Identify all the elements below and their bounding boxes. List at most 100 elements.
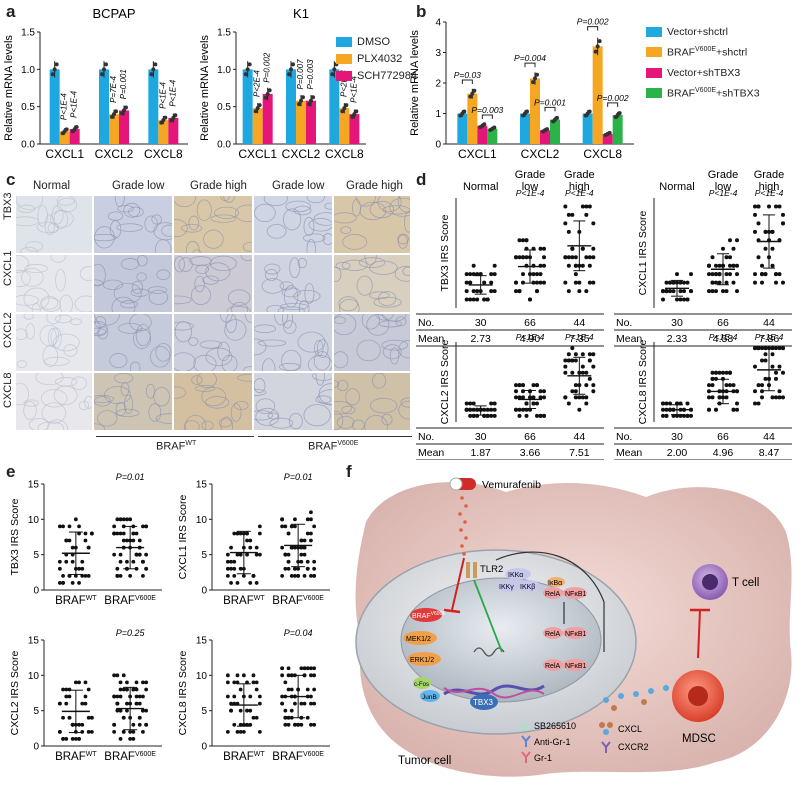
data-point	[141, 708, 145, 713]
data-point	[280, 666, 285, 671]
data-point	[144, 566, 149, 571]
bar	[242, 69, 253, 144]
data-point	[517, 238, 522, 243]
category-label: CXCL1	[458, 147, 497, 161]
svg-text:NFκB1: NFκB1	[565, 663, 587, 670]
data-point	[678, 297, 683, 302]
tissue-structure	[345, 388, 361, 406]
data-point	[763, 346, 768, 351]
data-point	[735, 407, 739, 412]
table-count: 66	[524, 431, 536, 443]
y-axis-label: Relative mRNA levels	[410, 30, 421, 136]
data-point	[229, 566, 233, 571]
c-col-header-2: Grade high	[190, 180, 247, 192]
data-point	[296, 722, 301, 727]
data-point	[717, 272, 722, 277]
x-group-label-sup: V600E	[303, 751, 324, 758]
data-point	[535, 383, 539, 388]
panel-label-a: a	[6, 2, 16, 21]
data-point	[257, 701, 262, 706]
t-cell-label: T cell	[732, 577, 759, 589]
tissue-texture	[16, 255, 92, 312]
group-label: low	[522, 181, 539, 193]
data-point	[296, 566, 301, 571]
data-point	[573, 389, 578, 394]
x-group-label-main: BRAF	[55, 751, 86, 763]
tissue-texture	[254, 373, 332, 430]
data-point	[305, 687, 310, 692]
data-point	[471, 272, 476, 277]
data-point	[538, 246, 543, 251]
tissue-structure	[84, 395, 92, 409]
legend-a-item-plx: PLX4032	[336, 53, 417, 65]
tissue-image	[334, 314, 410, 371]
tissue-structure	[79, 266, 92, 281]
data-point	[293, 722, 297, 727]
data-point	[707, 383, 711, 388]
data-point	[573, 280, 578, 285]
data-point	[248, 708, 253, 713]
data-point	[735, 401, 739, 406]
table-count: 30	[671, 431, 683, 443]
panel-label-b: b	[416, 2, 427, 21]
data-point	[566, 352, 571, 357]
data-point	[299, 701, 304, 706]
tissue-texture	[94, 255, 171, 312]
tissue-texture	[94, 314, 172, 371]
data-point	[774, 376, 778, 381]
tissue-structure	[315, 395, 332, 404]
data-point	[257, 694, 262, 699]
bar	[349, 114, 360, 144]
mdsc-label: MDSC	[682, 733, 716, 745]
data-point	[73, 517, 78, 522]
tissue-structure	[120, 382, 130, 397]
data-point	[538, 280, 543, 285]
braf-wt-sup: WT	[185, 440, 197, 447]
nfkb-nucleus-2: RelA NFκB1	[543, 659, 587, 671]
bar	[168, 117, 179, 144]
data-point	[280, 701, 285, 706]
y-axis-label: CXCL2 IRS Score	[9, 651, 21, 736]
data-point	[144, 552, 149, 557]
bar	[329, 69, 340, 144]
tissue-structure	[263, 196, 288, 206]
tissue-structure	[304, 282, 315, 304]
data-point	[563, 255, 568, 260]
tissue-structure	[16, 294, 39, 306]
data-point	[580, 395, 585, 400]
replicate-dot	[253, 109, 258, 114]
data-point	[286, 715, 291, 720]
tissue-structure	[196, 199, 212, 222]
tissue-image	[94, 196, 172, 253]
tissue-structure	[25, 323, 35, 340]
replicate-dot	[112, 112, 116, 117]
data-point	[283, 708, 288, 713]
p-value: P<1E-4	[158, 81, 167, 108]
data-point	[538, 413, 543, 418]
data-point	[286, 559, 291, 564]
data-point	[591, 352, 596, 357]
tissue-structure	[97, 410, 118, 427]
svg-text:IKKγ: IKKγ	[499, 584, 514, 591]
data-point	[299, 559, 304, 564]
tissue-image	[334, 196, 410, 253]
data-point	[128, 737, 133, 741]
data-point	[584, 255, 589, 260]
data-point	[753, 212, 757, 217]
p-value: P<1E-4	[516, 188, 545, 198]
data-point	[573, 255, 578, 260]
data-point	[309, 517, 313, 522]
table-mean: 2.73	[470, 333, 491, 345]
data-point	[781, 395, 785, 400]
replicate-dot	[100, 72, 104, 77]
tissue-structure	[16, 360, 28, 369]
data-point	[86, 687, 91, 692]
data-point	[524, 238, 529, 243]
braf-node-sup: V600E	[431, 611, 447, 617]
data-point	[521, 389, 525, 394]
tissue-image	[334, 373, 410, 430]
data-point	[299, 545, 304, 550]
legend-label-sch: SCH772984	[357, 70, 417, 82]
data-point	[134, 552, 139, 557]
replicate-dot	[110, 114, 114, 119]
